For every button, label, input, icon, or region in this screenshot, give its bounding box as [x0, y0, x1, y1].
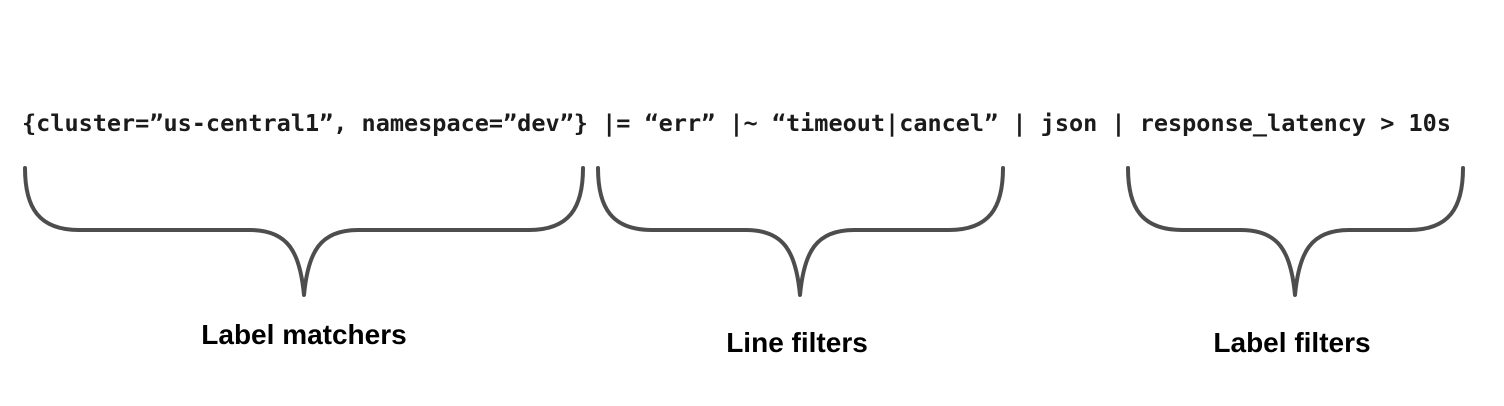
underbrace-label-matchers-icon — [23, 166, 585, 297]
annotation-line-filters: Line filters — [726, 327, 868, 358]
annotation-label-matchers: Label matchers — [201, 319, 407, 350]
underbrace-label-filters-icon — [1126, 166, 1465, 297]
annotation-label-filters: Label filters — [1213, 327, 1371, 358]
logql-query-text: {cluster=”us-central1”, namespace=”dev”}… — [22, 109, 1451, 137]
underbrace-line-filters-icon — [596, 166, 1005, 297]
